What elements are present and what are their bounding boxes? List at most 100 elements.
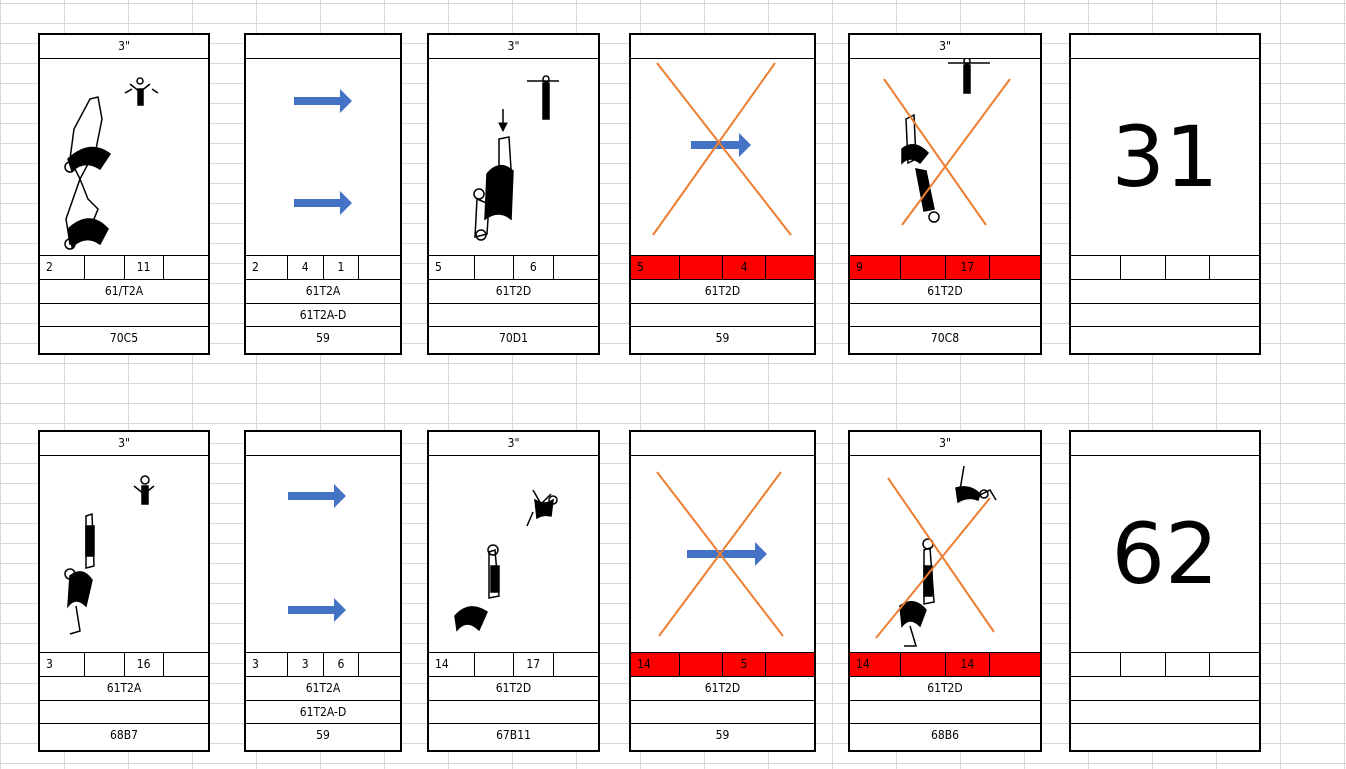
gymnast-figure-icon (900, 539, 934, 646)
num-cell (85, 256, 124, 279)
numbers-row: 14 14 (850, 653, 1040, 677)
ref-label: 59 (631, 327, 814, 353)
num-cell (359, 653, 400, 676)
card-r2-c2[interactable]: 3 3 6 61T2A 61T2A-D 59 (244, 430, 402, 752)
card-header (631, 35, 814, 59)
sub-code-label (631, 304, 814, 327)
figure-image (40, 59, 208, 256)
numbers-row: 9 17 (850, 256, 1040, 280)
num-cell (554, 653, 599, 676)
numbers-row: 5 4 (631, 256, 814, 280)
flyer-figure-icon (134, 476, 154, 504)
code-label: 61/T2A (40, 280, 208, 304)
flyer-figure-icon (948, 59, 990, 93)
sub-code-label (850, 304, 1040, 327)
ref-label: 59 (246, 724, 400, 750)
ref-label: 68B7 (40, 724, 208, 750)
figure-image (40, 456, 208, 653)
gymnast-figure-icon (65, 514, 94, 634)
figure-image (246, 59, 400, 256)
card-r1-c6[interactable]: 31 (1069, 33, 1261, 355)
card-header (1071, 35, 1259, 59)
num-cell: 16 (125, 653, 164, 676)
num-cell: 5 (631, 256, 680, 279)
figure-image (631, 456, 814, 653)
numbers-row: 3 3 6 (246, 653, 400, 677)
num-cell (85, 653, 124, 676)
gymnast-figure-icon (455, 545, 499, 630)
num-cell (554, 256, 599, 279)
figure-image (631, 59, 814, 256)
num-cell: 6 (324, 653, 360, 676)
num-cell (1210, 256, 1259, 279)
code-label: 61T2A (40, 677, 208, 701)
num-cell (901, 653, 946, 676)
card-r1-c5[interactable]: 3" 9 17 61T2D 70C8 (848, 33, 1042, 355)
num-cell: 3 (246, 653, 288, 676)
num-cell: 3 (288, 653, 324, 676)
card-header (246, 35, 400, 59)
card-header: 3" (850, 432, 1040, 456)
num-cell: 17 (946, 256, 991, 279)
gymnast-figure-icon (474, 137, 513, 240)
num-cell: 9 (850, 256, 901, 279)
figure-image (429, 59, 598, 256)
numbers-row (1071, 653, 1259, 677)
card-r1-c2[interactable]: 2 4 1 61T2A 61T2A-D 59 (244, 33, 402, 355)
ref-label: 68B6 (850, 724, 1040, 750)
numbers-row: 2 11 (40, 256, 208, 280)
card-header (631, 432, 814, 456)
card-r2-c5[interactable]: 3" 14 14 61T2D (848, 430, 1042, 752)
num-cell (164, 256, 208, 279)
numbers-row: 3 16 (40, 653, 208, 677)
sequence-number: 62 (1071, 456, 1259, 652)
num-cell: 14 (946, 653, 991, 676)
sub-code-label: 61T2A-D (246, 701, 400, 724)
num-cell: 4 (723, 256, 766, 279)
figure-image (850, 456, 1040, 653)
code-label (1071, 280, 1259, 304)
sub-code-label (1071, 701, 1259, 724)
arrow-right-icon (294, 89, 352, 215)
num-cell (680, 256, 723, 279)
card-header: 3" (429, 432, 598, 456)
sub-code-label: 61T2A-D (246, 304, 400, 327)
card-r2-c1[interactable]: 3" 3 16 61T2A 68B7 (38, 430, 210, 752)
num-cell: 14 (429, 653, 475, 676)
card-r2-c6[interactable]: 62 (1069, 430, 1261, 752)
ref-label: 70D1 (429, 327, 598, 353)
arrow-right-icon (288, 484, 346, 622)
card-r2-c3[interactable]: 3" 14 17 61T2D 67B11 (427, 430, 600, 752)
num-cell: 6 (514, 256, 554, 279)
card-r2-c4[interactable]: 14 5 61T2D 59 (629, 430, 816, 752)
flyer-figure-icon (527, 76, 559, 119)
sub-code-label (429, 304, 598, 327)
card-header: 3" (850, 35, 1040, 59)
num-cell: 4 (288, 256, 324, 279)
card-r1-c4[interactable]: 5 4 61T2D 59 (629, 33, 816, 355)
num-cell: 14 (631, 653, 680, 676)
numbers-row: 14 5 (631, 653, 814, 677)
num-cell (1121, 653, 1165, 676)
card-r1-c1[interactable]: 3" 2 11 61/T2A 70C5 (38, 33, 210, 355)
card-r1-c3[interactable]: 3" 5 6 61T2D 70D1 (427, 33, 600, 355)
num-cell: 17 (514, 653, 554, 676)
num-cell (901, 256, 946, 279)
ref-label: 70C8 (850, 327, 1040, 353)
flyer-figure-icon (527, 490, 557, 526)
num-cell: 2 (40, 256, 85, 279)
num-cell: 5 (429, 256, 475, 279)
num-cell (475, 256, 515, 279)
ref-label: 70C5 (40, 327, 208, 353)
numbers-row (1071, 256, 1259, 280)
num-cell: 3 (40, 653, 85, 676)
numbers-row: 2 4 1 (246, 256, 400, 280)
figure-image (850, 59, 1040, 256)
num-cell (680, 653, 723, 676)
num-cell (359, 256, 400, 279)
num-cell: 2 (246, 256, 288, 279)
figure-image: 62 (1071, 456, 1259, 653)
num-cell (164, 653, 208, 676)
ref-label: 67B11 (429, 724, 598, 750)
down-arrow-icon (499, 109, 507, 131)
